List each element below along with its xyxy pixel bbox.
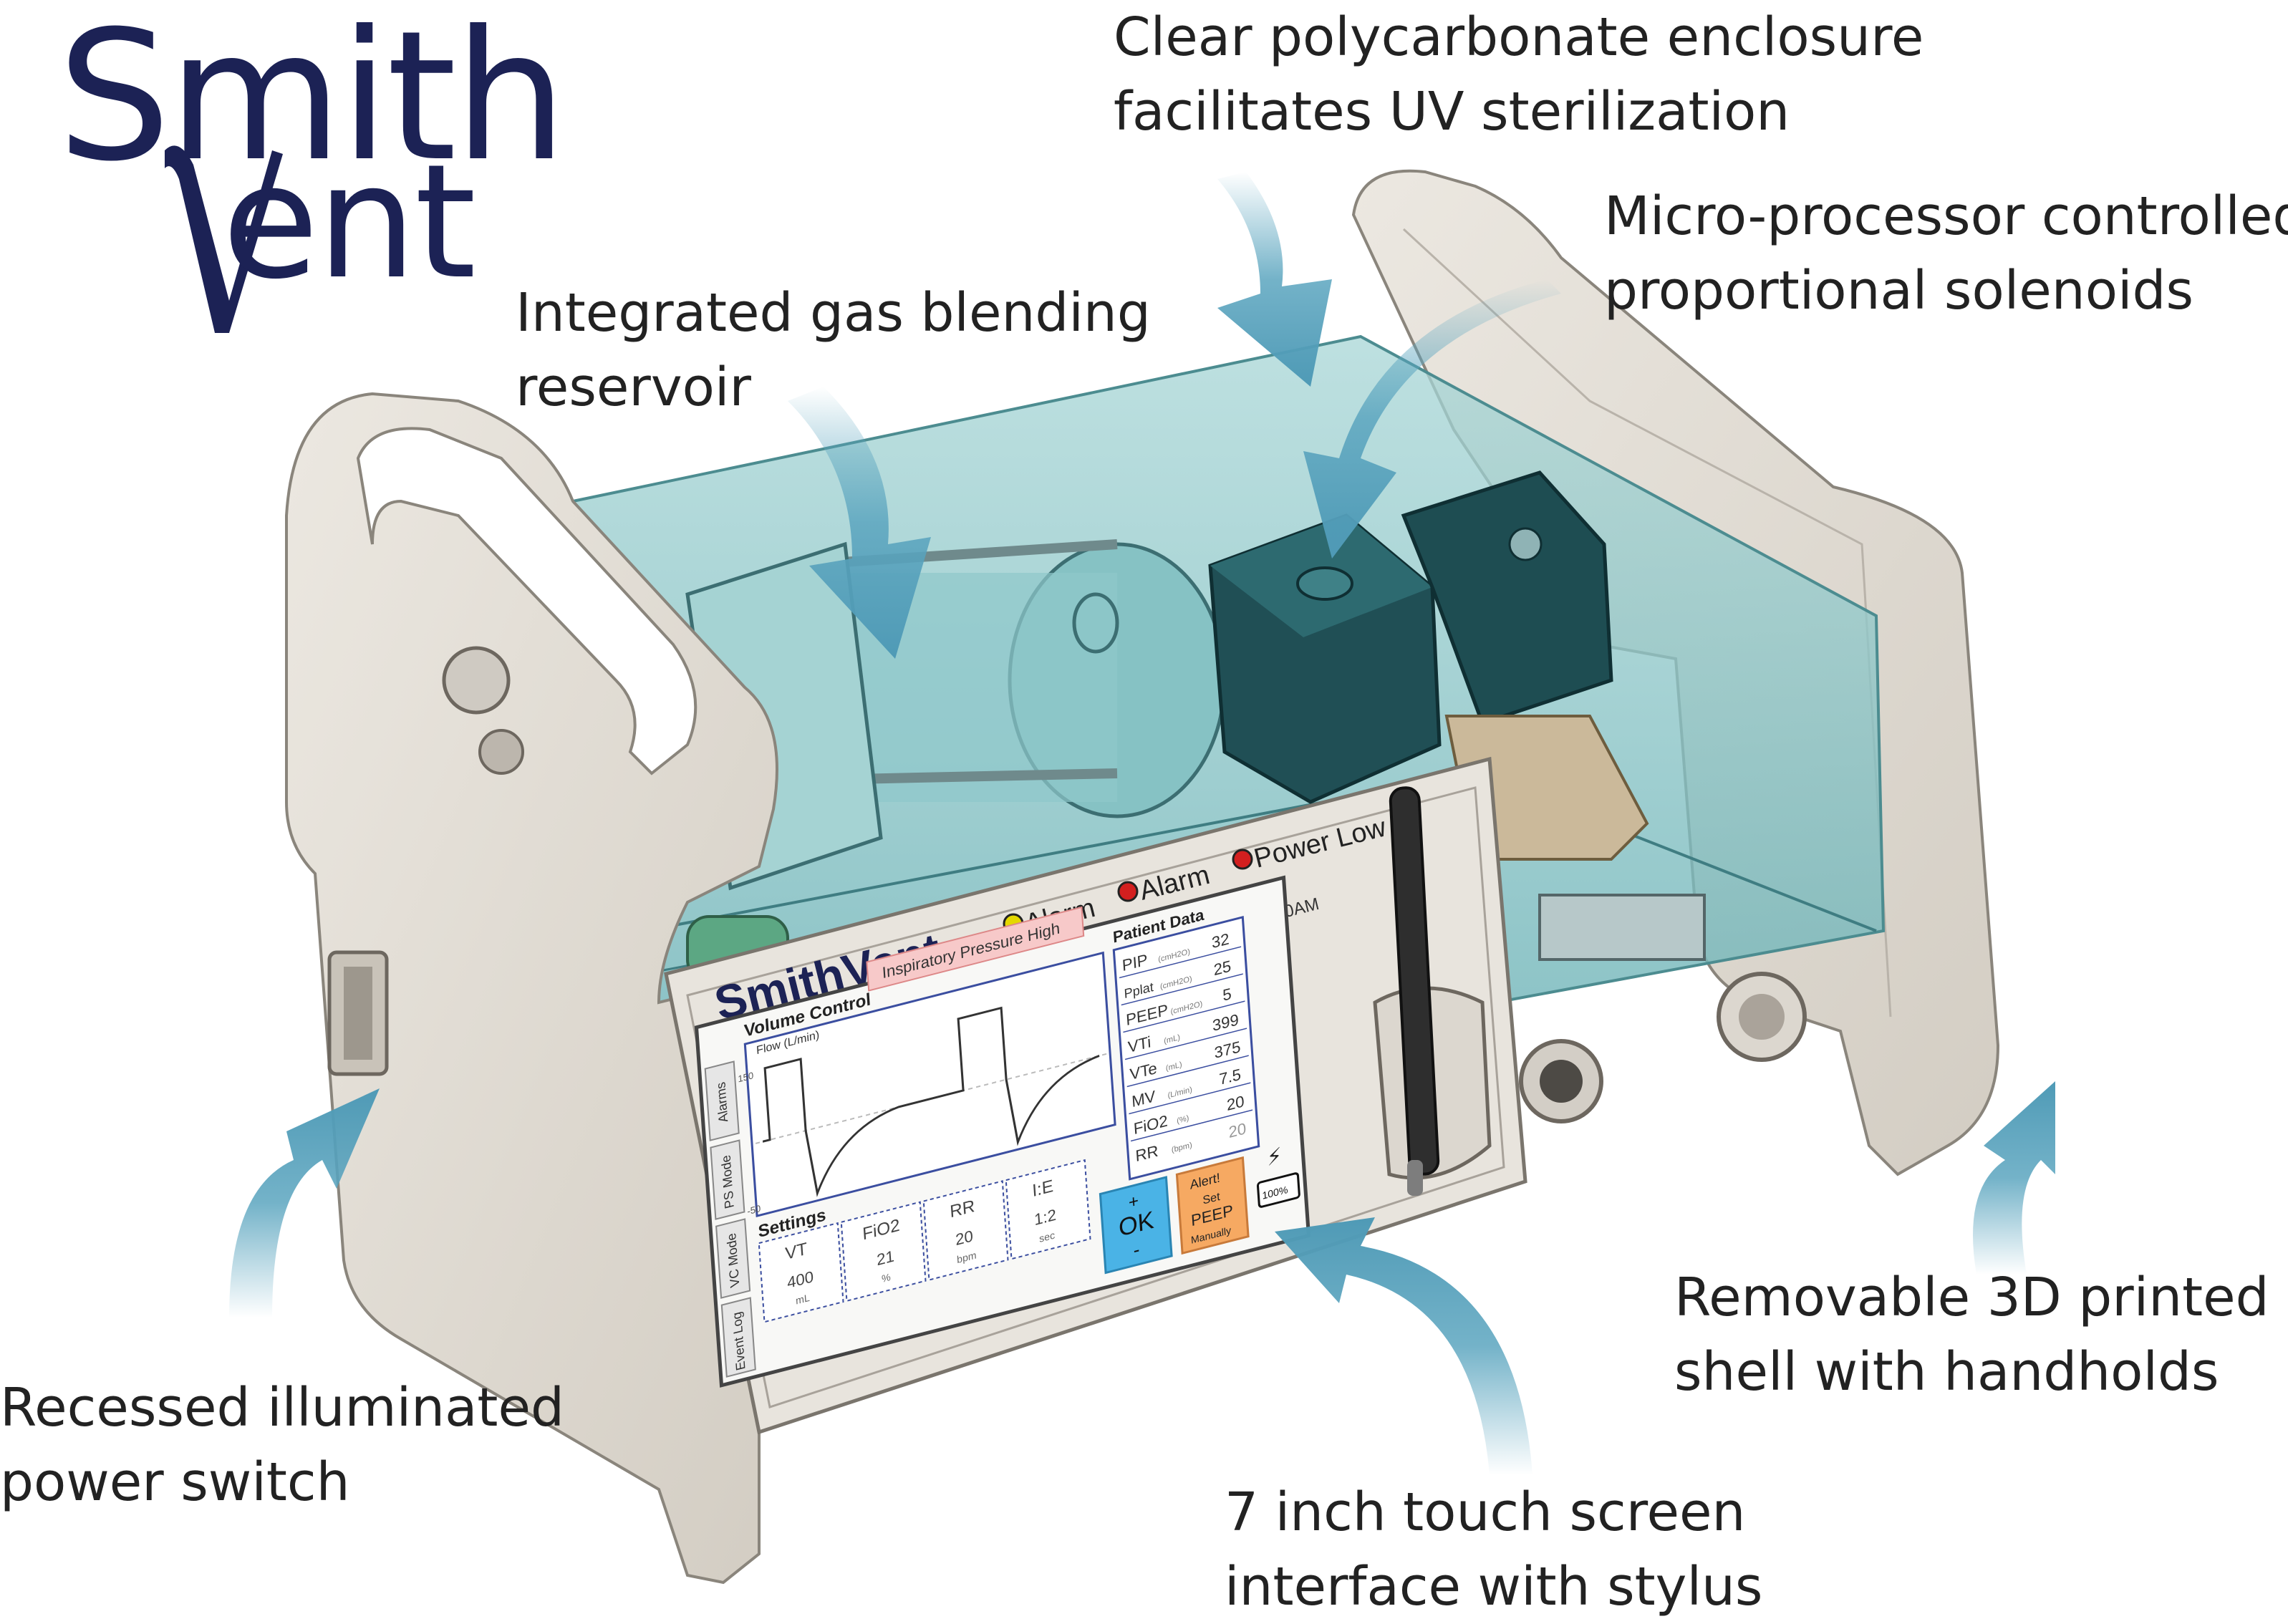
- battery-icon: ⚡ 100%: [1256, 1143, 1300, 1208]
- label-shell-line-1: Removable 3D printed: [1674, 1267, 2269, 1328]
- tab-vc-mode-label: VC Mode: [723, 1232, 742, 1289]
- label-enclosure: Clear polycarbonate enclosure facilitate…: [1114, 0, 1923, 149]
- tab-ps-mode-label: PS Mode: [718, 1154, 737, 1210]
- setting-rr[interactable]: [922, 1180, 1009, 1281]
- label-reservoir-line-2: reservoir: [516, 357, 751, 418]
- label-enclosure-line-1: Clear polycarbonate enclosure: [1114, 6, 1924, 68]
- pd-unit-3: (mL): [1164, 1033, 1181, 1046]
- arrow-reservoir: [788, 387, 931, 659]
- setting-ie[interactable]: [1005, 1159, 1091, 1260]
- settings-grid: VT 400 mL FiO2 21 % RR 20 bpm I:E 1:2 se…: [758, 1159, 1091, 1323]
- pd-value-2: 5: [1222, 985, 1232, 1005]
- plot-ymin: -50: [747, 1203, 761, 1217]
- label-shell-line-2: shell with handholds: [1674, 1341, 2219, 1403]
- arrow-solenoids: [1303, 279, 1561, 559]
- pd-value-7: 20: [1228, 1119, 1247, 1141]
- logo-word-ent: ent: [222, 130, 476, 314]
- label-shell: Removable 3D printed shell with handhold…: [1674, 1260, 2269, 1409]
- label-power-switch-line-1: Recessed illuminated: [0, 1377, 564, 1439]
- setting-fio2-value: 21: [876, 1247, 894, 1269]
- pd-value-1: 25: [1213, 957, 1232, 979]
- logo-word-smith: Smith: [57, 0, 567, 200]
- label-reservoir: Integrated gas blending reservoir: [516, 276, 1151, 425]
- pd-value-0: 32: [1211, 929, 1230, 952]
- flow-waveform: [762, 1006, 1100, 1197]
- alert-btn-line-1: Set: [1202, 1190, 1221, 1207]
- label-power-switch-line-2: power switch: [0, 1451, 350, 1513]
- tab-alarms-label: Alarms: [713, 1081, 731, 1124]
- callout-arrows: [229, 172, 2055, 1475]
- setting-rr-value: 20: [955, 1227, 973, 1249]
- flow-plot: [743, 951, 1116, 1218]
- arrow-enclosure: [1217, 172, 1332, 387]
- label-reservoir-line-1: Integrated gas blending: [516, 282, 1151, 344]
- pd-unit-4: (mL): [1166, 1060, 1183, 1073]
- tab-alarms[interactable]: [704, 1060, 740, 1141]
- logo-v-mark: [165, 145, 283, 334]
- ok-minus: -: [1133, 1239, 1141, 1262]
- ok-plus: +: [1128, 1192, 1139, 1213]
- ok-button[interactable]: + OK -: [1099, 1176, 1173, 1275]
- label-solenoids-line-2: proportional solenoids: [1604, 260, 2194, 322]
- label-enclosure-line-2: facilitates UV sterilization: [1114, 81, 1790, 142]
- setting-vt[interactable]: [758, 1222, 844, 1323]
- left-shell: [285, 392, 778, 1585]
- alarm-led-red: [1117, 881, 1139, 902]
- svg-text:⚡: ⚡: [1266, 1143, 1283, 1171]
- plot-ymax: 150: [738, 1070, 754, 1084]
- solenoid-block: [1208, 470, 1613, 804]
- tab-event-log[interactable]: [720, 1297, 756, 1378]
- label-touch-screen-line-2: interface with stylus: [1225, 1556, 1763, 1618]
- setting-fio2-unit: %: [882, 1272, 892, 1285]
- label-solenoids-line-1: Micro-processor controlled: [1604, 185, 2288, 247]
- label-touch-screen: 7 inch touch screen interface with stylu…: [1225, 1475, 1762, 1624]
- power-low-led: [1232, 849, 1253, 870]
- patient-data-panel: [1112, 916, 1260, 1181]
- arrow-shell: [1973, 1081, 2055, 1275]
- label-power-switch: Recessed illuminated power switch: [0, 1371, 564, 1519]
- setting-ie-unit: sec: [1039, 1230, 1056, 1245]
- label-touch-screen-line-1: 7 inch touch screen: [1225, 1482, 1746, 1543]
- setting-rr-unit: bpm: [957, 1250, 977, 1267]
- stylus-holder[interactable]: [1373, 786, 1492, 1196]
- pd-value-6: 20: [1226, 1092, 1245, 1114]
- alert-set-peep-button[interactable]: Alert! Set PEEP Manually: [1175, 1156, 1250, 1255]
- pd-unit-6: (%): [1177, 1114, 1189, 1126]
- tab-vc-mode[interactable]: [715, 1218, 751, 1299]
- setting-vt-unit: mL: [796, 1292, 811, 1308]
- label-solenoids: Micro-processor controlled proportional …: [1604, 179, 2288, 328]
- tab-ps-mode[interactable]: [710, 1139, 745, 1220]
- alert-banner: [866, 906, 1085, 992]
- touch-screen[interactable]: Alarms PS Mode VC Mode Event Log Inspira…: [694, 856, 1311, 1388]
- side-tabs: Alarms PS Mode VC Mode Event Log: [704, 1060, 756, 1378]
- arrow-power-switch: [229, 1088, 380, 1318]
- arrow-touch-screen: [1275, 1217, 1532, 1475]
